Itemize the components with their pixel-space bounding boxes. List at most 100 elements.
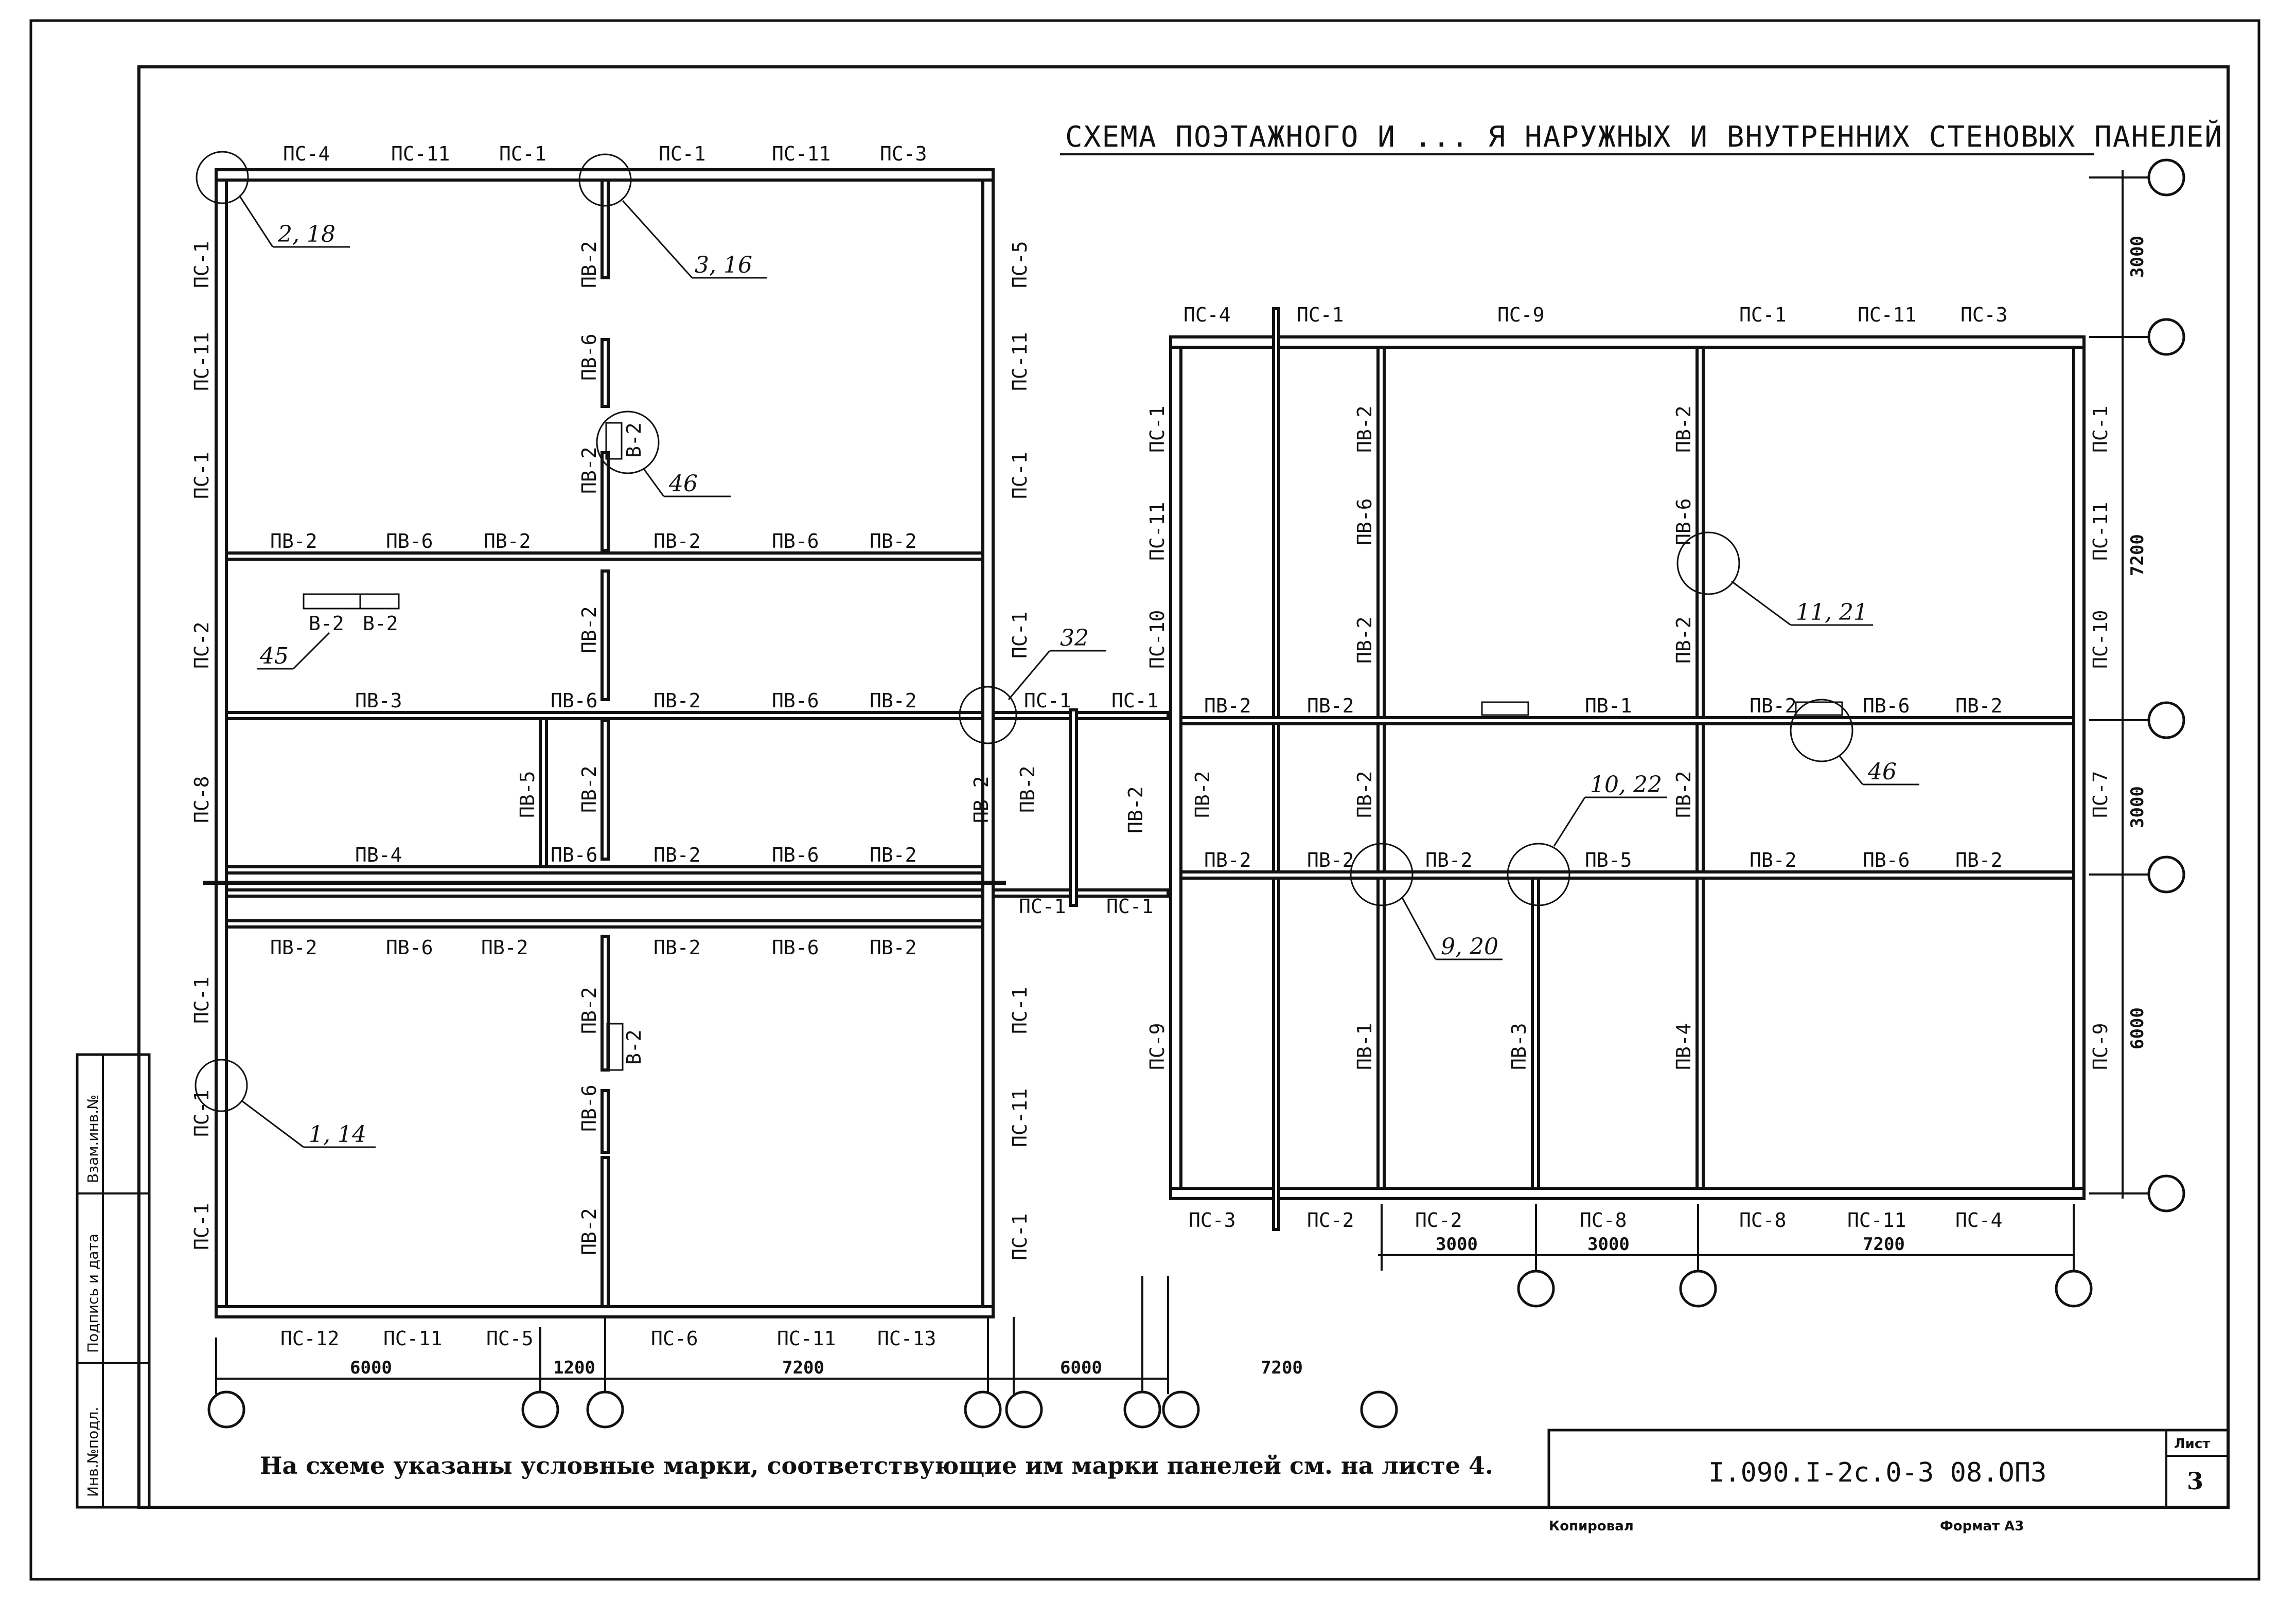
svg-text:ПВ-2: ПВ-2 [654, 844, 701, 866]
svg-text:ПВ-6: ПВ-6 [386, 530, 433, 552]
svg-text:ПС-11: ПС-11 [391, 142, 450, 165]
svg-text:ПВ-2: ПВ-2 [1353, 771, 1376, 818]
left-plan [203, 168, 1006, 1318]
svg-text:ПВ-2: ПВ-2 [654, 936, 701, 959]
svg-text:1200: 1200 [553, 1358, 595, 1378]
svg-text:ПС-2: ПС-2 [1307, 1209, 1354, 1232]
svg-text:ПВ-2: ПВ-2 [578, 241, 601, 288]
svg-text:ПС-1: ПС-1 [1297, 304, 1344, 326]
svg-text:ПС-1: ПС-1 [1111, 689, 1159, 712]
svg-text:ПВ-2: ПВ-2 [1307, 694, 1354, 717]
svg-text:ПВ-2: ПВ-2 [1191, 771, 1214, 818]
svg-text:В-2: В-2 [623, 422, 645, 458]
svg-text:ПС-4: ПС-4 [1184, 304, 1231, 326]
right-dimensions: 3000 7200 3000 6000 3000 3000 7200 [1378, 158, 2185, 1308]
svg-text:3000: 3000 [1587, 1234, 1630, 1255]
svg-text:ПВ-2: ПВ-2 [870, 530, 917, 552]
svg-text:ПС-6: ПС-6 [651, 1327, 698, 1350]
svg-text:ПС-9: ПС-9 [1146, 1023, 1169, 1070]
svg-text:ПС-9: ПС-9 [2089, 1023, 2112, 1070]
svg-text:ПС-1: ПС-1 [1009, 1213, 1031, 1260]
svg-text:ПС-5: ПС-5 [486, 1327, 534, 1350]
svg-text:ПВ-3: ПВ-3 [1508, 1023, 1530, 1070]
svg-text:ПВ-2: ПВ-2 [1353, 616, 1376, 664]
svg-text:ПВ-6: ПВ-6 [1863, 694, 1910, 717]
svg-text:ПВ-2: ПВ-2 [870, 844, 917, 866]
right-plan-labels: ПС-4 ПС-1 ПС-9 ПС-1 ПС-11 ПС-3 ПС-3 ПС-2… [1146, 304, 2112, 1232]
svg-text:ПС-1: ПС-1 [190, 241, 213, 288]
svg-text:10, 22: 10, 22 [1590, 772, 1662, 798]
svg-text:ПВ-5: ПВ-5 [516, 771, 539, 818]
right-callouts: 11, 21 10, 22 46 9, 20 [1350, 531, 1919, 960]
svg-text:ПВ-2: ПВ-2 [1672, 771, 1695, 818]
svg-text:45: 45 [259, 643, 289, 669]
svg-text:ПВ-6: ПВ-6 [1353, 498, 1376, 545]
svg-text:ПВ-2: ПВ-2 [270, 936, 317, 959]
svg-text:ПВ-2: ПВ-2 [578, 987, 601, 1034]
sheet-note: На схеме указаны условные марки, соответ… [260, 1452, 1493, 1479]
svg-text:46: 46 [1867, 759, 1897, 785]
svg-text:ПВ-6: ПВ-6 [578, 333, 601, 381]
svg-text:3, 16: 3, 16 [695, 252, 752, 278]
svg-text:7200: 7200 [1261, 1358, 1303, 1378]
svg-text:7200: 7200 [2127, 534, 2148, 576]
svg-text:ПС-1: ПС-1 [190, 976, 213, 1024]
svg-text:ПВ-6: ПВ-6 [578, 1084, 601, 1132]
svg-text:ПС-11: ПС-11 [383, 1327, 442, 1350]
svg-text:ПС-1: ПС-1 [659, 142, 706, 165]
svg-text:ПС-1: ПС-1 [1009, 611, 1031, 658]
svg-text:ПС-1: ПС-1 [2089, 405, 2112, 453]
svg-text:ПС-1: ПС-1 [190, 452, 213, 499]
svg-text:ПВ-1: ПВ-1 [1585, 694, 1632, 717]
svg-text:ПС-1: ПС-1 [1739, 304, 1787, 326]
svg-text:ПВ-6: ПВ-6 [386, 936, 433, 959]
svg-text:ПВ-2: ПВ-2 [1425, 849, 1473, 871]
svg-text:ПВ-6: ПВ-6 [772, 689, 819, 712]
svg-text:ПВ-2: ПВ-2 [654, 530, 701, 552]
svg-text:32: 32 [1060, 625, 1089, 651]
svg-text:ПС-4: ПС-4 [1955, 1209, 2003, 1232]
svg-text:Подпись и дата: Подпись и дата [84, 1234, 101, 1353]
svg-text:ПС-11: ПС-11 [1146, 502, 1169, 561]
svg-text:ПВ-2: ПВ-2 [578, 765, 601, 813]
svg-text:ПВ-5: ПВ-5 [1585, 849, 1632, 871]
svg-text:ПС-1: ПС-1 [1009, 452, 1031, 499]
svg-text:ПС-1: ПС-1 [1009, 987, 1031, 1034]
link-section: ПС-1 ПС-1 ПС-1 ПС-1 ПВ-2 ПВ-2 ПВ-2 [970, 689, 1170, 918]
svg-text:ПС-1: ПС-1 [1024, 689, 1071, 712]
svg-text:Лист: Лист [2174, 1436, 2210, 1452]
svg-text:ПС-9: ПС-9 [1497, 304, 1545, 326]
svg-text:ПС-4: ПС-4 [283, 142, 330, 165]
svg-text:ПС-11: ПС-11 [2089, 502, 2112, 561]
svg-text:ПВ-2: ПВ-2 [1672, 616, 1695, 664]
outer-frame [29, 19, 2260, 1581]
svg-text:ПВ-2: ПВ-2 [1204, 694, 1251, 717]
svg-text:6000: 6000 [2127, 1007, 2148, 1049]
svg-text:ПВ-2: ПВ-2 [484, 530, 531, 552]
svg-text:ПС-1: ПС-1 [1019, 895, 1066, 918]
svg-text:ПС-8: ПС-8 [1739, 1209, 1787, 1232]
title-block: I.090.I-2с.0-3 08.ОПЗ Лист 3 Копировал Ф… [1547, 1429, 2230, 1534]
svg-text:ПС-10: ПС-10 [2089, 610, 2112, 669]
svg-text:9, 20: 9, 20 [1441, 934, 1498, 960]
svg-text:В-2: В-2 [363, 612, 398, 635]
svg-text:Инв.№подл.: Инв.№подл. [84, 1407, 101, 1497]
svg-text:ПВ-6: ПВ-6 [772, 530, 819, 552]
svg-text:ПС-2: ПС-2 [1415, 1209, 1462, 1232]
inner-frame [137, 65, 2230, 1509]
left-dimensions: 6000 1200 7200 6000 7200 [207, 1276, 1398, 1429]
svg-text:ПВ-2: ПВ-2 [1955, 849, 2003, 871]
svg-text:ПВ-2: ПВ-2 [1750, 849, 1797, 871]
svg-text:ПВ-2: ПВ-2 [578, 447, 601, 494]
svg-text:ПС-3: ПС-3 [880, 142, 927, 165]
left-callouts: 2, 18 3, 16 В-2 46 В-2 В-2 45 32 1, 14 В… [195, 151, 1106, 1148]
svg-text:ПВ-6: ПВ-6 [772, 844, 819, 866]
svg-text:Взам.инв.№: Взам.инв.№ [84, 1095, 101, 1183]
svg-text:ПС-11: ПС-11 [1009, 332, 1031, 391]
svg-text:ПВ-2: ПВ-2 [1353, 405, 1376, 453]
svg-text:3000: 3000 [2127, 236, 2148, 278]
svg-text:ПС-11: ПС-11 [1858, 304, 1916, 326]
svg-text:Формат А3: Формат А3 [1940, 1519, 2024, 1534]
svg-text:3000: 3000 [1436, 1234, 1478, 1255]
svg-text:ПВ-2: ПВ-2 [270, 530, 317, 552]
